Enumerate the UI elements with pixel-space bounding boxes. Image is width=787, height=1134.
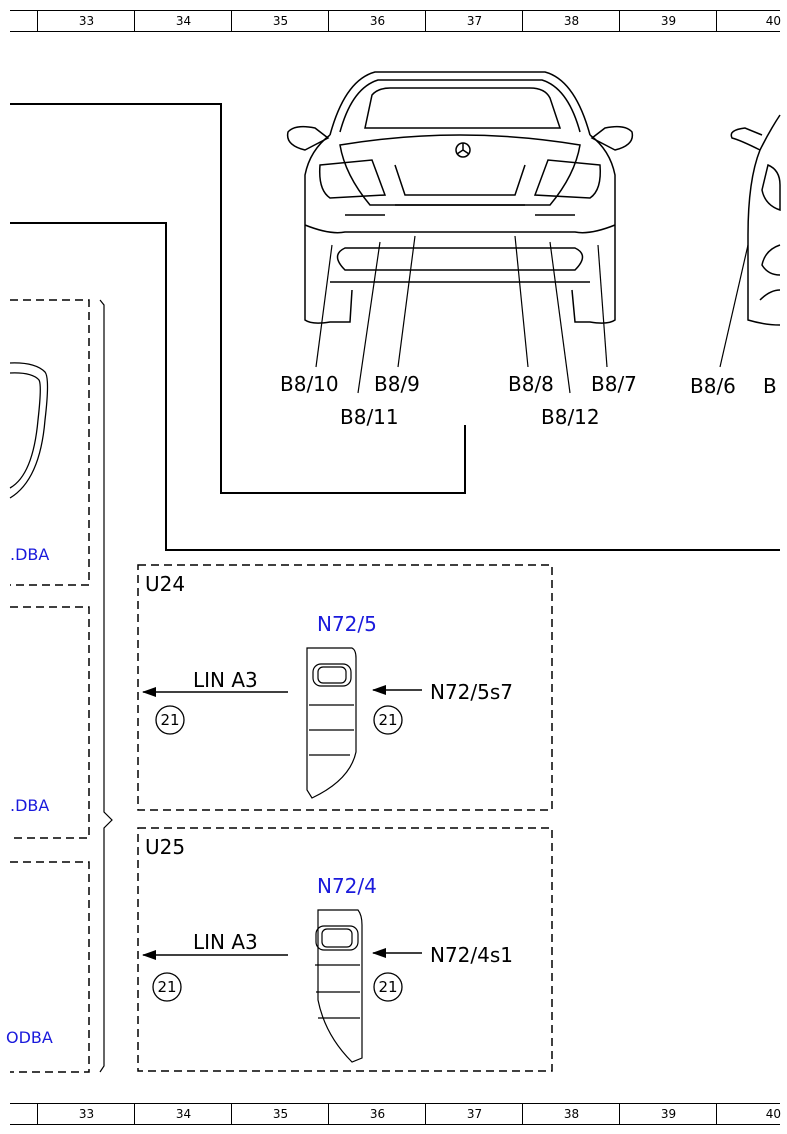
ruler-col: 37 [425,11,523,31]
label-b8-7: B8/7 [591,372,637,396]
left-panel-1 [10,299,90,586]
ruler-col: 38 [522,1104,620,1124]
ruler-col: 37 [425,1104,523,1124]
u24-left-ref: 21 [160,711,179,729]
ruler-col: 36 [328,1104,426,1124]
ruler-col: 38 [522,11,620,31]
ruler-col: 39 [619,11,717,31]
u24-left-ref-circle[interactable] [155,705,185,735]
ruler-col: 34 [134,11,232,31]
left-panel-3 [10,861,90,1073]
label-b8-9: B8/9 [374,372,420,396]
side-car-illustration [730,114,781,326]
u25-left-ref-circle[interactable] [152,972,182,1002]
label-b8-12: B8/12 [541,405,600,429]
u25-switch-graphic [315,909,363,1063]
left-panel-2 [10,606,90,839]
routing-lines [10,103,780,551]
u24-right-signal: N72/5s7 [430,680,513,704]
u24-left-signal: LIN A3 [193,668,258,692]
label-b8-10: B8/10 [280,372,339,396]
u24-right-ref: 21 [378,711,397,729]
rear-car-illustration [286,71,634,324]
grouping-brace [99,299,113,1073]
window-switch-partial [9,362,49,499]
u25-right-signal: N72/4s1 [430,943,513,967]
u25-right-ref-circle[interactable] [373,972,403,1002]
route-line-upper [10,103,466,494]
ruler-col: 33 [37,1104,135,1124]
u25-component-link[interactable]: N72/4 [317,874,377,898]
ruler-col: 40 [716,11,781,31]
label-b8-11: B8/11 [340,405,399,429]
label-b8-8: B8/8 [508,372,554,396]
bottom-ruler: 33 34 35 36 37 38 39 40 [10,1103,781,1125]
ruler-col: 34 [134,1104,232,1124]
u25-title: U25 [145,835,185,859]
label-b-partial: B [763,374,777,398]
u25-left-ref: 21 [157,978,176,996]
ruler-col: 33 [37,11,135,31]
route-line-lower [10,222,780,551]
u25-box: U25 N72/4 LIN A3 21 N72/4s1 21 [137,827,553,1072]
left-ref-1[interactable]: .DBA [10,545,49,564]
left-panels [10,299,90,1073]
u25-left-signal: LIN A3 [193,930,258,954]
u25-right-ref: 21 [378,978,397,996]
leader-lines [315,235,749,394]
top-ruler: 33 34 35 36 37 38 39 40 [10,10,781,32]
u24-box: U24 N72/5 LIN A3 21 N72/5s7 21 [137,564,553,811]
ruler-col: 35 [231,11,329,31]
label-b8-6: B8/6 [690,374,736,398]
ruler-col: 35 [231,1104,329,1124]
ruler-col: 40 [716,1104,781,1124]
ruler-col: 39 [619,1104,717,1124]
u24-switch-graphic [306,647,357,799]
left-ref-3[interactable]: ODBA [6,1028,53,1047]
u24-component-link[interactable]: N72/5 [317,612,377,636]
u24-right-ref-circle[interactable] [373,705,403,735]
ruler-col: 36 [328,11,426,31]
u24-title: U24 [145,572,185,596]
left-ref-2[interactable]: .DBA [10,796,49,815]
